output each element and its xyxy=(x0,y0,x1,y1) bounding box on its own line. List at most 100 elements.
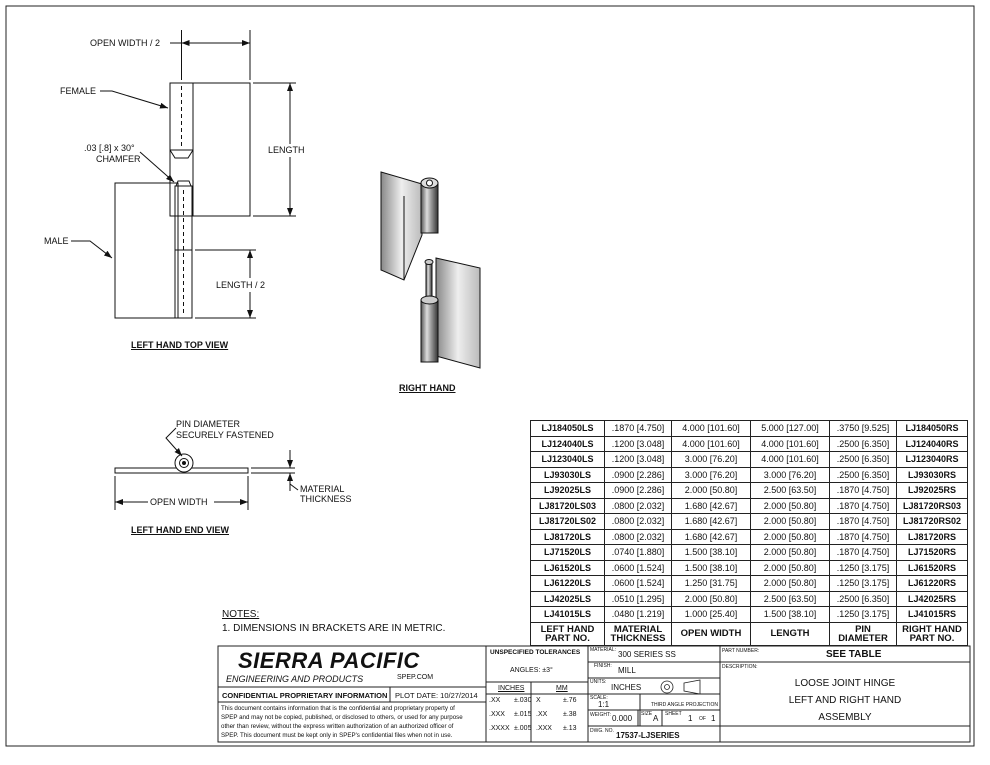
plot-date: PLOT DATE: 10/27/2014 xyxy=(395,691,478,700)
table-cell: 3.000 [76.20] xyxy=(671,466,751,483)
table-cell: LJ81720RS02 xyxy=(896,513,968,530)
drawing-number: 17537-LJSERIES xyxy=(616,731,680,740)
table-row: LJ41015LS.0480 [1.219]1.000 [25.40]1.500… xyxy=(530,606,968,623)
table-cell: LJ71520RS xyxy=(896,544,968,561)
scale-field-label: SCALE: xyxy=(590,695,608,701)
description: LOOSE JOINT HINGE LEFT AND RIGHT HAND AS… xyxy=(788,678,902,723)
male-knuckle xyxy=(174,185,193,319)
table-cell: 1.500 [38.10] xyxy=(750,606,830,623)
table-cell: .1870 [4.750] xyxy=(829,513,897,530)
table-cell: .1870 [4.750] xyxy=(829,528,897,545)
sheet-field-label: SHEET xyxy=(665,711,682,717)
disclaimer: This document contains information that … xyxy=(221,705,463,739)
table-cell: LJ81720LS02 xyxy=(530,513,605,530)
table-cell: LJ71520LS xyxy=(530,544,605,561)
length-half-label: LENGTH / 2 xyxy=(216,280,266,290)
table-cell: .0600 [1.524] xyxy=(604,559,672,576)
table-cell: LJ81720LS xyxy=(530,528,605,545)
table-row: LJ93030LS.0900 [2.286]3.000 [76.20]3.000… xyxy=(530,466,968,483)
table-cell: LJ124040LS xyxy=(530,435,605,452)
header-line-1: OPEN WIDTH xyxy=(680,628,742,639)
tolerance-value: .XX xyxy=(489,697,501,704)
tolerance-value: ±.38 xyxy=(563,711,577,718)
header-line-1: LENGTH xyxy=(770,628,810,639)
table-cell: .1250 [3.175] xyxy=(829,606,897,623)
header-line-2: DIAMETER xyxy=(838,632,888,644)
of-label: OF xyxy=(699,716,706,722)
table-cell: LJ41015LS xyxy=(530,606,605,623)
table-cell: 2.000 [50.80] xyxy=(750,528,830,545)
pin-diameter-label-1: PIN DIAMETER xyxy=(176,419,241,429)
table-cell: LJ123040RS xyxy=(896,451,968,468)
tolerance-value: ±.015 xyxy=(514,711,532,718)
table-cell: .1200 [3.048] xyxy=(604,435,672,452)
table-cell: 2.000 [50.80] xyxy=(750,513,830,530)
table-cell: 1.250 [31.75] xyxy=(671,575,751,592)
male-label: MALE xyxy=(44,236,69,246)
table-cell: .1250 [3.175] xyxy=(829,559,897,576)
table-cell: .1200 [3.048] xyxy=(604,451,672,468)
size-field-label: SIZE xyxy=(641,711,653,717)
tolerance-value: .XXX xyxy=(489,711,505,718)
table-cell: .0800 [2.032] xyxy=(604,528,672,545)
right-hand-title: RIGHT HAND xyxy=(399,383,456,393)
table-cell: .0600 [1.524] xyxy=(604,575,672,592)
table-cell: .0510 [1.295] xyxy=(604,590,672,607)
part-number-field-label: PART NUMBER: xyxy=(722,648,760,654)
material-field-label: MATERIAL: xyxy=(590,647,617,653)
table-cell: LJ81720RS xyxy=(896,528,968,545)
table-cell: LJ61220LS xyxy=(530,575,605,592)
top-view-title: LEFT HAND TOP VIEW xyxy=(131,340,229,350)
table-cell: .2500 [6.350] xyxy=(829,451,897,468)
tolerances-title: UNSPECIFIED TOLERANCES xyxy=(490,649,581,656)
table-cell: LJ123040LS xyxy=(530,451,605,468)
table-cell: .0740 [1.880] xyxy=(604,544,672,561)
tolerance-value: .XX xyxy=(536,711,548,718)
table-cell: .0800 [2.032] xyxy=(604,513,672,530)
table-cell: .2500 [6.350] xyxy=(829,435,897,452)
material-label-1: MATERIAL xyxy=(300,484,345,494)
table-cell: 3.000 [76.20] xyxy=(750,466,830,483)
material-label-2: THICKNESS xyxy=(300,494,352,504)
weight-value: 0.000 xyxy=(612,714,633,723)
table-row: LJ61520LS.0600 [1.524]1.500 [38.10]2.000… xyxy=(530,559,968,576)
table-cell: .1870 [4.750] xyxy=(829,544,897,561)
tolerance-value: ±.13 xyxy=(563,725,577,732)
open-width-half-label: OPEN WIDTH / 2 xyxy=(90,38,161,48)
table-cell: .0800 [2.032] xyxy=(604,497,672,514)
angles-tolerance: ANGLES: ±3° xyxy=(510,667,553,674)
table-cell: LJ92025LS xyxy=(530,482,605,499)
table-cell: 3.000 [76.20] xyxy=(671,451,751,468)
table-cell: 2.500 [63.50] xyxy=(750,590,830,607)
table-cell: LJ81720RS03 xyxy=(896,497,968,514)
table-cell: LJ61520RS xyxy=(896,559,968,576)
table-cell: LJ42025LS xyxy=(530,590,605,607)
parts-table: LJ184050LS.1870 [4.750]4.000 [101.60]5.0… xyxy=(530,420,968,646)
table-cell: LJ124040RS xyxy=(896,435,968,452)
table-cell: LJ42025RS xyxy=(896,590,968,607)
tolerance-value: .XXX xyxy=(536,725,552,732)
table-cell: 1.500 [38.10] xyxy=(671,544,751,561)
confidential-label: CONFIDENTIAL PROPRIETARY INFORMATION xyxy=(222,691,388,700)
mm-header: MM xyxy=(556,685,568,692)
table-cell: .3750 [9.525] xyxy=(829,420,897,437)
finish-field-label: FINISH: xyxy=(594,663,612,669)
table-cell: .2500 [6.350] xyxy=(829,590,897,607)
table-cell: LJ61520LS xyxy=(530,559,605,576)
open-width-label: OPEN WIDTH xyxy=(150,497,208,507)
table-cell: .1250 [3.175] xyxy=(829,575,897,592)
table-row: LJ61220LS.0600 [1.524]1.250 [31.75]2.000… xyxy=(530,575,968,592)
table-row: LJ92025LS.0900 [2.286]2.000 [50.80]2.500… xyxy=(530,482,968,499)
table-cell: .1870 [4.750] xyxy=(604,420,672,437)
table-cell: 4.000 [101.60] xyxy=(750,435,830,452)
table-header-cell: LENGTH xyxy=(750,621,830,646)
header-line-1: PIN xyxy=(855,623,871,635)
notes-title: NOTES: xyxy=(222,609,260,620)
table-cell: LJ93030RS xyxy=(896,466,968,483)
